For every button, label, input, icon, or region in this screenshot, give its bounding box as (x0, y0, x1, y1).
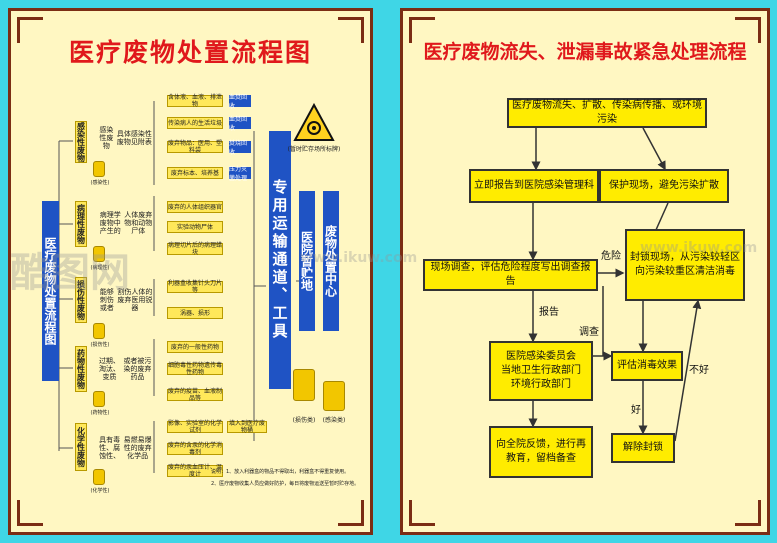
disposal-tag: 填入到医疗废物桶 (227, 420, 267, 434)
right-poster: 医疗废物流失、泄漏事故紧急处理流程 医疗废物流失、扩散、传染病传播、或环境污染 … (400, 8, 770, 535)
label-danger: 危险 (601, 251, 621, 262)
incident-box: 医疗废物流失、扩散、传染病传播、或环境污染 (507, 98, 707, 128)
waste-item-box: 涡器、损形 (167, 307, 223, 319)
temp-storage: 医院暂贮地 (299, 191, 315, 331)
right-title: 医疗废物流失、泄漏事故紧急处理流程 (423, 41, 747, 63)
waste-item-box: 含体液、血液、排泄物 (167, 94, 223, 108)
bin-caption: (感染性) (90, 179, 110, 186)
committee-box: 医院感染委员会当地卫生行政部门环境行政部门 (489, 341, 593, 401)
left-connectors (58, 101, 306, 473)
label-bad: 不好 (689, 365, 709, 376)
bin-caption: (化学性) (90, 487, 110, 494)
waste-bin-icon (93, 469, 105, 485)
corner-ornament (409, 500, 435, 526)
protect-scene-box: 保护现场，避免污染扩散 (599, 169, 729, 203)
hazard-caption: (暂时贮存场所标牌) (287, 146, 341, 153)
waste-bin-icon (93, 246, 105, 262)
footnote: 2、医疗废物收集人员应做好防护，每日将废物运送至暂时贮存地。 (211, 481, 360, 487)
category-sharps: 损伤性废物 (75, 277, 87, 323)
waste-item-box: 病理切片后的病理蜡块 (167, 242, 223, 256)
bin-caption: (损伤类) (292, 417, 316, 424)
corner-ornament (735, 500, 761, 526)
label-good: 好 (631, 405, 641, 416)
label-report: 报告 (539, 307, 559, 318)
waste-item-box: 废弃的汞血压计、温度计 (167, 464, 223, 478)
waste-bin-icon (93, 323, 105, 339)
disposal-tag: 焚烧回收 (229, 140, 251, 156)
corner-ornament (338, 17, 364, 43)
bin-caption: (病理性) (90, 264, 110, 271)
disposal-tag: 压力灭菌处理 (229, 166, 251, 182)
waste-item-box: 传染病人的生活垃圾 (167, 117, 223, 129)
corner-ornament (17, 500, 43, 526)
category-pathological: 病理性废物 (75, 201, 87, 247)
main-vertical-label: 医疗废物处置流程图 (42, 201, 59, 381)
category-pharmaceutical: 药物性废物 (75, 346, 87, 392)
category-note: 能够刺伤或者割伤人体的废弃医用锐器 (99, 288, 153, 312)
waste-item-box: 利器盒收集针头刀片等 (167, 280, 223, 294)
biohazard-icon (293, 103, 335, 141)
waste-bin-icon (93, 161, 105, 177)
disposal-tag: 血焚回收 (229, 94, 251, 110)
large-bin-icon (323, 381, 345, 411)
waste-item-box: 细胞毒性药物遗传毒性药物 (167, 362, 223, 376)
waste-item-box: 废弃的一般性药物 (167, 341, 223, 353)
waste-item-box: 废弃的人体组织器官 (167, 201, 223, 213)
investigation-box: 现场调查，评估危险程度写出调查报告 (423, 259, 598, 291)
waste-item-box: 废弃的含汞的化学消毒剂 (167, 442, 223, 456)
bin-caption: (感染类) (322, 417, 346, 424)
corner-ornament (735, 17, 761, 43)
category-note: 过期、淘汰、变质或者被污染的废弃药品 (98, 357, 152, 381)
footnote: 说明：1、放入利器盒的物品不得取出，利器盒不得重复使用。 (211, 469, 350, 475)
left-title: 医疗废物处置流程图 (68, 38, 312, 67)
waste-item-box: 影像、实验室的化学试剂 (167, 420, 223, 434)
transport-channel: 专用运输通道、工具 (269, 131, 291, 389)
waste-item-box: 废弃标本、培养基 (167, 167, 223, 179)
category-note: 具有毒性、腐蚀性、易燃易爆性的废弃化学品 (99, 436, 152, 460)
corner-ornament (338, 500, 364, 526)
category-chemical: 化学性废物 (75, 423, 87, 471)
report-box: 立即报告到医院感染管理科 (469, 169, 599, 203)
category-infectious: 感染性废物 (75, 121, 87, 163)
label-investigate: 调查 (579, 327, 599, 338)
waste-bin-icon (93, 391, 105, 407)
assess-effect-box: 评估消毒效果 (611, 351, 683, 381)
bin-caption: (损伤性) (90, 341, 110, 348)
category-note: 病理学废物中产生的人体废弃物和动物尸体 (99, 211, 153, 235)
lift-lockdown-box: 解除封锁 (611, 433, 675, 463)
corner-ornament (409, 17, 435, 43)
disposal-tag: 血焚回收 (229, 116, 251, 132)
disposal-center: 废物处置中心 (323, 191, 339, 331)
waste-item-box: 实验动物尸体 (167, 221, 223, 233)
left-poster: 医疗废物处置流程图 医疗废物处置流程图 感染性废物 病理性废物 损伤性废物 药物… (8, 8, 373, 535)
lockdown-box: 封锁现场，从污染较轻区向污染较重区清洁消毒 (625, 229, 745, 301)
large-bin-icon (293, 369, 315, 401)
waste-item-box: 废弃的疫苗、血液制品等 (167, 388, 223, 402)
corner-ornament (17, 17, 43, 43)
category-note: 感染性废物具体感染性废物见附表 (99, 126, 152, 150)
feedback-box: 向全院反馈，进行再教育，留档备查 (489, 426, 593, 478)
bin-caption: (药物性) (90, 409, 110, 416)
waste-item-box: 废弃物品：医用、塑料袋 (167, 140, 223, 154)
